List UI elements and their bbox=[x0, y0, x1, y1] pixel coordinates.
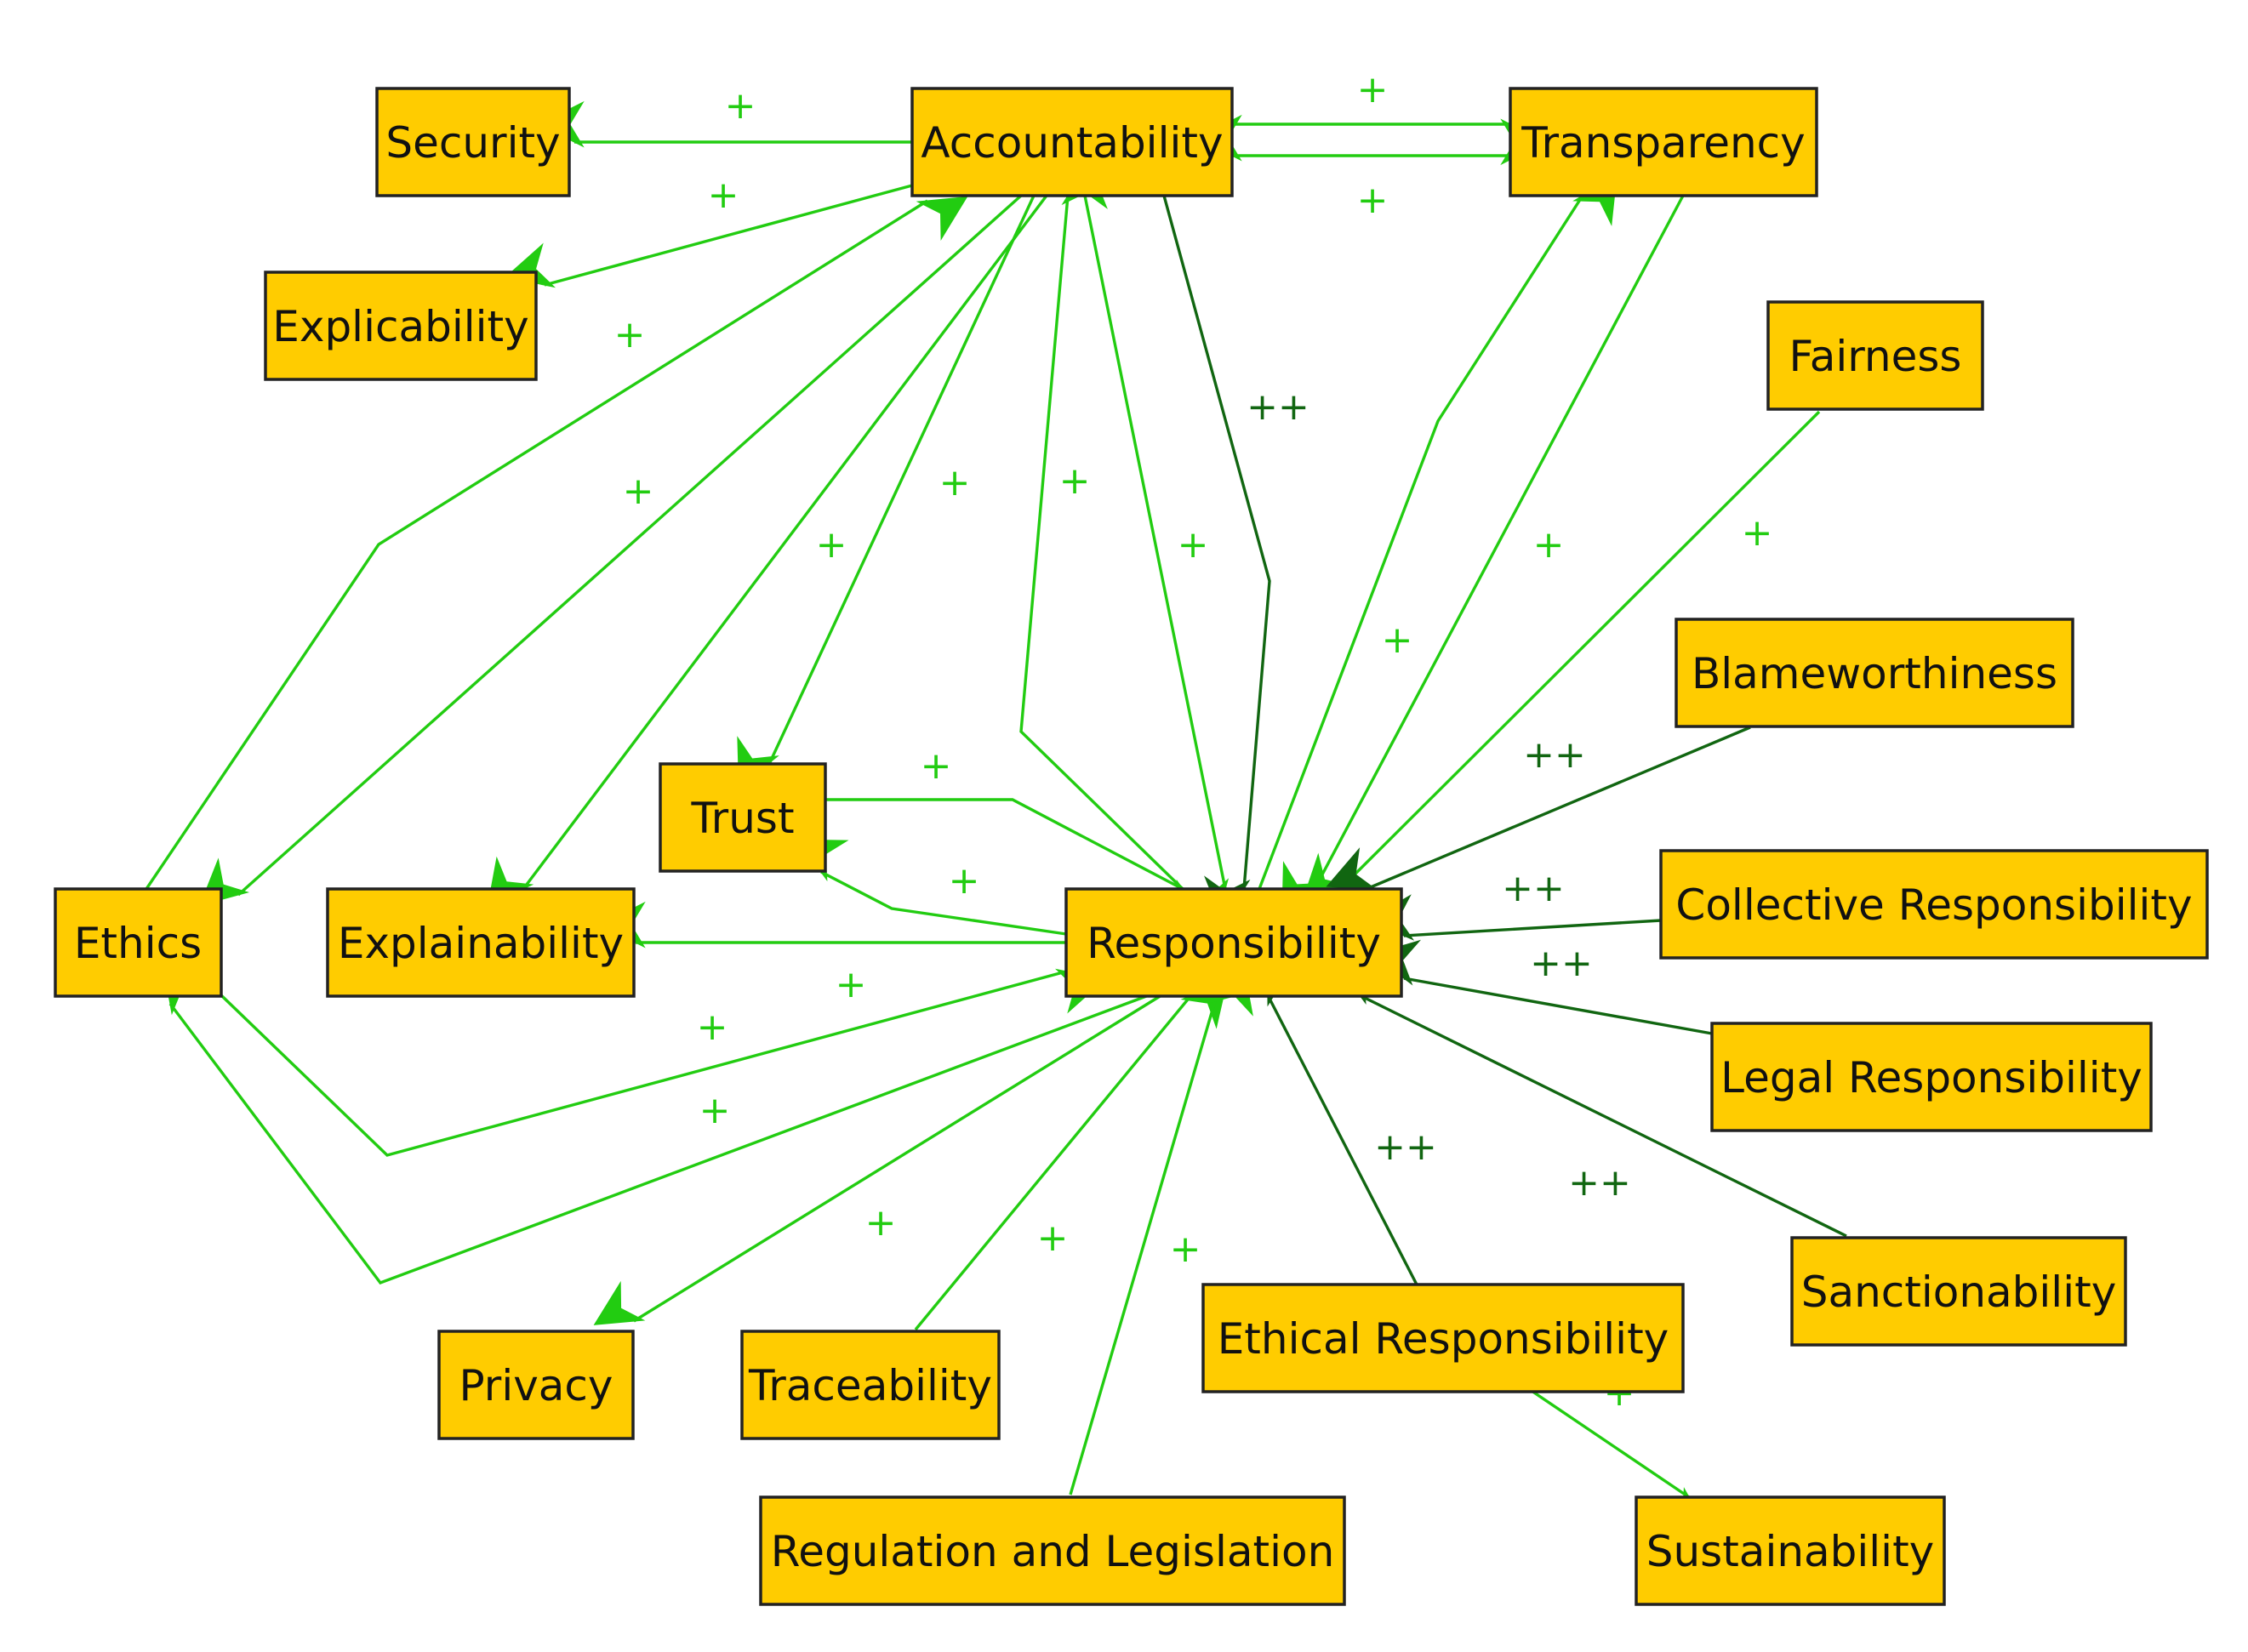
edge-legal-responsibility bbox=[1371, 939, 1713, 1035]
edge-accountability-responsibility-strong bbox=[1162, 195, 1271, 925]
edge-fairness-responsibility bbox=[1301, 410, 1821, 903]
label-regulation-responsibility: + bbox=[1170, 1228, 1201, 1271]
edge-regulation-responsibility bbox=[1069, 965, 1253, 1495]
edges bbox=[145, 100, 1847, 1533]
label-accountability-responsibility-strong: ++ bbox=[1247, 385, 1309, 429]
node-explainability-label: Explainability bbox=[338, 919, 624, 968]
label-trust-responsibility: + bbox=[921, 744, 952, 788]
node-ethical-responsibility-label: Ethical Responsibility bbox=[1218, 1314, 1669, 1364]
label-accountability-explainability: + bbox=[816, 523, 847, 567]
edge-responsibility-accountability bbox=[1019, 161, 1184, 891]
label-accountability-security: + bbox=[725, 84, 756, 128]
edge-accountability-responsibility bbox=[1083, 195, 1230, 929]
node-traceability[interactable]: Traceability bbox=[740, 1330, 1001, 1440]
label-ethics-accountability: + bbox=[614, 313, 646, 356]
edge-ethicalresp-responsibility bbox=[1266, 954, 1418, 1285]
node-legal-responsibility[interactable]: Legal Responsibility bbox=[1710, 1022, 2153, 1132]
edge-accountability-explainability bbox=[487, 194, 1048, 908]
nodes: Security Accountability Transparency Exp… bbox=[54, 87, 2209, 1606]
node-ethics-label: Ethics bbox=[74, 919, 202, 968]
label-ethics-responsibility: + bbox=[836, 963, 867, 1006]
node-sustainability-label: Sustainability bbox=[1646, 1527, 1935, 1576]
edge-responsibility-privacy bbox=[593, 994, 1162, 1325]
node-responsibility-label: Responsibility bbox=[1087, 919, 1381, 968]
edge-transparency-responsibility bbox=[1281, 195, 1685, 914]
node-collective-responsibility-label: Collective Responsibility bbox=[1675, 880, 2192, 930]
edge-ethics-responsibility bbox=[220, 968, 1106, 1157]
node-ethics[interactable]: Ethics bbox=[54, 887, 223, 998]
node-explainability[interactable]: Explainability bbox=[326, 887, 636, 998]
label-accountability-transparency: + bbox=[1357, 68, 1389, 111]
node-transparency[interactable]: Transparency bbox=[1509, 87, 1818, 197]
edge-accountability-trust bbox=[737, 195, 1036, 789]
label-collective-responsibility: ++ bbox=[1502, 867, 1565, 910]
node-sanctionability[interactable]: Sanctionability bbox=[1790, 1236, 2127, 1347]
node-accountability[interactable]: Accountability bbox=[910, 87, 1234, 197]
node-traceability-label: Traceability bbox=[748, 1361, 992, 1410]
node-sanctionability-label: Sanctionability bbox=[1801, 1267, 2117, 1317]
node-legal-responsibility-label: Legal Responsibility bbox=[1720, 1053, 2142, 1102]
node-regulation-legislation-label: Regulation and Legislation bbox=[771, 1527, 1335, 1576]
label-responsibility-accountability: + bbox=[1059, 459, 1091, 503]
label-responsibility-ethics-2: + bbox=[699, 1089, 731, 1132]
label-ethicalresp-responsibility: ++ bbox=[1374, 1125, 1437, 1169]
label-responsibility-privacy: + bbox=[865, 1201, 897, 1245]
label-responsibility-trust: + bbox=[949, 859, 980, 903]
label-responsibility-transparency: + bbox=[1382, 618, 1413, 662]
label-fairness-responsibility: + bbox=[1742, 511, 1773, 555]
label-traceability-responsibility: + bbox=[1037, 1216, 1069, 1260]
label-responsibility-ethics-1: + bbox=[697, 1005, 728, 1049]
edge-sanctionability-responsibility bbox=[1334, 963, 1847, 1238]
node-blameworthiness[interactable]: Blameworthiness bbox=[1675, 618, 2074, 728]
node-trust[interactable]: Trust bbox=[659, 762, 827, 873]
label-transparency-responsibility: + bbox=[1533, 523, 1565, 567]
edge-trust-responsibility bbox=[825, 798, 1207, 922]
edge-labels: + + + + + + + + + + ++ + + + ++ ++ ++ ++… bbox=[614, 68, 1773, 1415]
node-fairness-label: Fairness bbox=[1789, 332, 1962, 381]
node-ethical-responsibility[interactable]: Ethical Responsibility bbox=[1201, 1283, 1685, 1393]
label-accountability-explicability: + bbox=[708, 174, 739, 217]
node-fairness[interactable]: Fairness bbox=[1766, 300, 1984, 411]
node-privacy[interactable]: Privacy bbox=[437, 1330, 635, 1440]
label-legal-responsibility: ++ bbox=[1530, 942, 1593, 985]
edge-responsibility-trust bbox=[796, 839, 1067, 936]
edge-blameworthiness-responsibility bbox=[1326, 726, 1751, 891]
node-security-label: Security bbox=[385, 118, 560, 168]
node-accountability-label: Accountability bbox=[921, 118, 1223, 168]
label-accountability-trust: + bbox=[939, 461, 971, 504]
node-explicability-label: Explicability bbox=[272, 302, 528, 351]
edge-ethicalresp-sustainability bbox=[1531, 1389, 1709, 1533]
node-transparency-label: Transparency bbox=[1521, 118, 1806, 168]
label-blameworthiness-responsibility: ++ bbox=[1523, 733, 1586, 777]
label-accountability-responsibility: + bbox=[1178, 523, 1209, 567]
node-blameworthiness-label: Blameworthiness bbox=[1692, 649, 2057, 698]
node-trust-label: Trust bbox=[690, 794, 794, 843]
edge-accountability-explicability bbox=[505, 184, 913, 288]
label-accountability-ethics: + bbox=[623, 470, 654, 513]
label-sanctionability-responsibility: ++ bbox=[1568, 1161, 1631, 1205]
label-transparency-accountability: + bbox=[1357, 179, 1389, 222]
node-responsibility[interactable]: Responsibility bbox=[1064, 887, 1403, 998]
edge-responsibility-transparency bbox=[1258, 174, 1618, 890]
edge-ethics-accountability bbox=[145, 196, 968, 890]
edge-traceability-responsibility bbox=[914, 978, 1229, 1331]
node-sustainability[interactable]: Sustainability bbox=[1635, 1495, 1946, 1606]
edge-responsibility-ethics bbox=[162, 964, 1150, 1285]
node-privacy-label: Privacy bbox=[459, 1361, 613, 1410]
node-regulation-legislation[interactable]: Regulation and Legislation bbox=[759, 1495, 1346, 1606]
node-security[interactable]: Security bbox=[375, 87, 571, 197]
node-explicability[interactable]: Explicability bbox=[264, 271, 538, 381]
edge-accountability-ethics bbox=[199, 194, 1023, 907]
node-collective-responsibility[interactable]: Collective Responsibility bbox=[1659, 849, 2209, 960]
edge-collective-responsibility bbox=[1366, 894, 1662, 941]
